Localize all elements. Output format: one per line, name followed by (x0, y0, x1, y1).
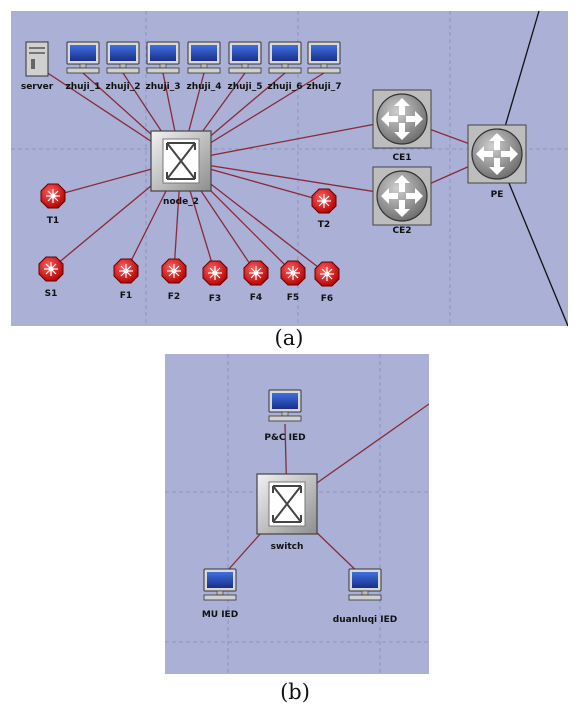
host-node-3[interactable]: zhuji_3 (146, 41, 181, 92)
server-node[interactable]: server (21, 41, 54, 92)
monitor-icon (268, 41, 302, 74)
switch-icon (256, 473, 318, 535)
monitor-icon (203, 568, 237, 601)
ied-label: F4 (250, 293, 262, 303)
router-ce2[interactable]: CE2 (372, 166, 432, 236)
panel-b-diagram: P&C IED switch MU IED duanluqi IED (165, 354, 429, 674)
switch-node[interactable]: switch (256, 473, 318, 552)
host-node-2[interactable]: zhuji_2 (106, 41, 141, 92)
breaker-ied-node[interactable]: duanluqi IED (333, 568, 397, 625)
server-icon (25, 41, 49, 77)
ied-label: F6 (321, 294, 333, 304)
caption-a: (a) (274, 326, 304, 350)
ied-label: T2 (318, 220, 330, 230)
switch-label: switch (271, 542, 304, 552)
ied-label: F5 (287, 293, 299, 303)
ied-node-t1[interactable]: T1 (40, 183, 66, 226)
ied-icon (113, 258, 139, 284)
mu-ied-label: MU IED (202, 610, 238, 620)
host-label: zhuji_4 (187, 82, 222, 92)
ied-label: F1 (120, 291, 132, 301)
host-node-4[interactable]: zhuji_4 (187, 41, 222, 92)
monitor-icon (307, 41, 341, 74)
ied-node-f1[interactable]: F1 (113, 258, 139, 301)
pc-ied-node[interactable]: P&C IED (264, 389, 306, 443)
panel-a-diagram: server zhuji_1 zhuji_2 zhuji_3 zhuji_4 z… (11, 11, 568, 326)
ied-label: T1 (47, 216, 59, 226)
ied-label: S1 (45, 289, 58, 299)
monitor-icon (348, 568, 382, 601)
monitor-icon (66, 41, 100, 74)
monitor-icon (268, 389, 302, 422)
network-diagram-a: server zhuji_1 zhuji_2 zhuji_3 zhuji_4 z… (11, 11, 568, 326)
link-ce1 (180, 118, 403, 162)
breaker-ied-label: duanluqi IED (333, 615, 397, 625)
router-ce1[interactable]: CE1 (372, 89, 432, 163)
ied-icon (161, 258, 187, 284)
router-pe[interactable]: PE (467, 124, 527, 200)
ied-icon (314, 261, 340, 287)
ied-icon (280, 260, 306, 286)
host-label: zhuji_2 (106, 82, 141, 92)
ied-node-f3[interactable]: F3 (202, 260, 228, 304)
monitor-icon (146, 41, 180, 74)
router-label: CE2 (392, 226, 411, 236)
ied-node-s1[interactable]: S1 (38, 256, 64, 299)
ied-icon (311, 188, 337, 214)
network-diagram-b: P&C IED switch MU IED duanluqi IED (165, 354, 429, 674)
ied-icon (202, 260, 228, 286)
router-icon (372, 89, 432, 149)
monitor-icon (228, 41, 262, 74)
switch-label: node_2 (163, 197, 199, 207)
host-node-6[interactable]: zhuji_6 (268, 41, 303, 92)
pc-ied-label: P&C IED (264, 433, 305, 443)
router-label: PE (491, 190, 504, 200)
mu-ied-node[interactable]: MU IED (202, 568, 238, 620)
host-label: zhuji_6 (268, 82, 303, 92)
ied-node-f6[interactable]: F6 (314, 261, 340, 304)
router-label: CE1 (392, 153, 411, 163)
ied-icon (40, 183, 66, 209)
ied-icon (38, 256, 64, 282)
ied-node-f4[interactable]: F4 (243, 260, 269, 303)
ied-label: F3 (209, 294, 221, 304)
switch-icon (150, 130, 212, 192)
grid-lines (165, 354, 429, 674)
ied-node-f2[interactable]: F2 (161, 258, 187, 302)
ied-node-t2[interactable]: T2 (311, 188, 337, 230)
monitor-icon (106, 41, 140, 74)
ied-icon (243, 260, 269, 286)
host-label: zhuji_7 (307, 82, 342, 92)
host-node-7[interactable]: zhuji_7 (307, 41, 342, 92)
monitor-icon (187, 41, 221, 74)
host-label: zhuji_1 (66, 82, 101, 92)
host-node-1[interactable]: zhuji_1 (66, 41, 101, 92)
host-label: zhuji_5 (228, 82, 263, 92)
caption-b: (b) (280, 680, 310, 704)
router-icon (372, 166, 432, 226)
link-ce2 (180, 160, 403, 197)
server-label: server (21, 82, 54, 92)
host-node-5[interactable]: zhuji_5 (228, 41, 263, 92)
ied-node-f5[interactable]: F5 (280, 260, 306, 303)
switch-node-2[interactable]: node_2 (150, 130, 212, 207)
host-label: zhuji_3 (146, 82, 181, 92)
ied-label: F2 (168, 292, 180, 302)
router-icon (467, 124, 527, 184)
